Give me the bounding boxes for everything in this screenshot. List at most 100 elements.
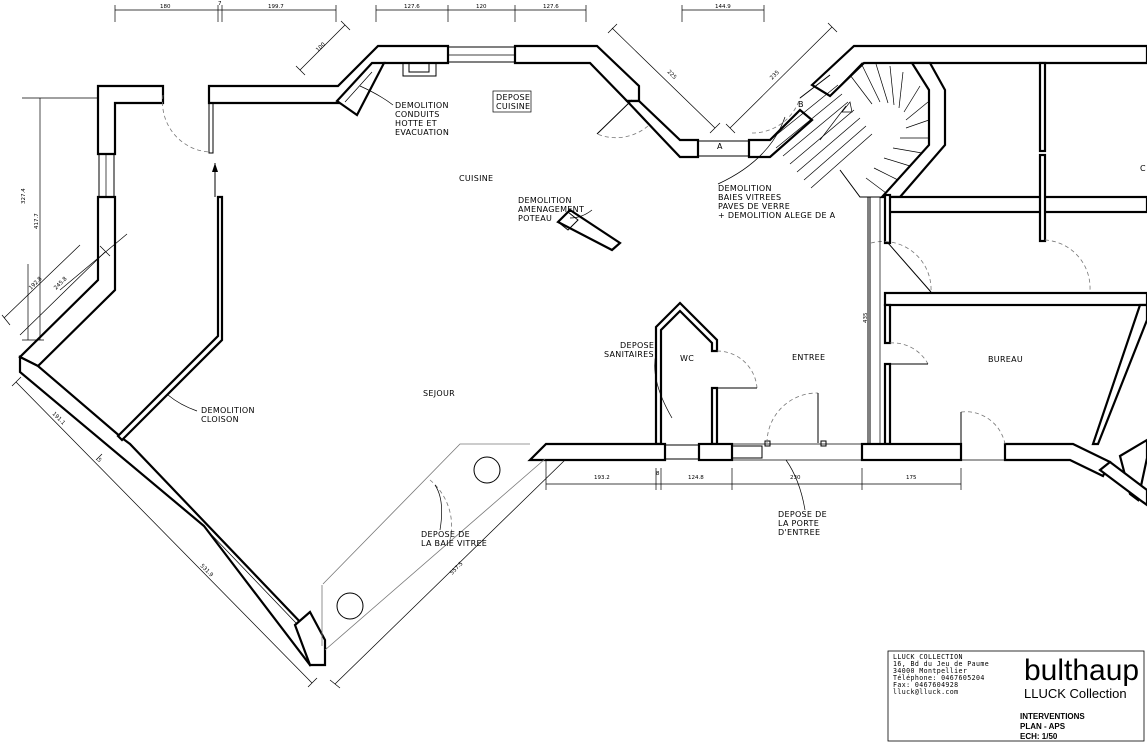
note-demolition-baies-1: DEMOLITION: [718, 184, 772, 193]
wall-bay-lower: [293, 610, 327, 667]
tb-info-3: ECH: 1/50: [1020, 732, 1058, 741]
column-lower: [336, 592, 364, 620]
note-demolition-cloison-1: DEMOLITION: [201, 406, 255, 415]
dim-127-6-b: 127.6: [543, 4, 559, 10]
marker-b: B: [798, 100, 804, 109]
note-depose-cuisine-1: DEPOSE: [496, 93, 530, 102]
dim-7: 7: [218, 1, 222, 7]
dim-230: 230: [790, 475, 801, 481]
dim-235: 235: [769, 69, 781, 81]
note-depose-porte-2: LA PORTE: [778, 519, 819, 528]
marker-a: A: [717, 142, 723, 151]
conduit-box: [402, 62, 437, 77]
title-block: LLUCK COLLECTION 16, Bd du Jeu de Paume …: [887, 650, 1145, 742]
room-wc: WC: [680, 354, 694, 363]
room-cut-label: C: [1140, 164, 1146, 173]
window-top: [447, 46, 516, 63]
note-demolition-conduits-4: EVACUATION: [395, 128, 449, 137]
dim-435: 435: [863, 312, 869, 323]
staircase: [769, 62, 930, 198]
note-demolition-poteau-1: DEMOLITION: [518, 196, 572, 205]
wall-sw-diagonal: [18, 355, 327, 667]
labels: CUISINE SEJOUR WC ENTREE BUREAU C DEMOLI…: [201, 90, 1146, 548]
brand-sub: LLUCK Collection: [1024, 686, 1127, 701]
tb-address-1: LLUCK COLLECTION: [893, 653, 963, 661]
wall-bureau-diag: [1091, 303, 1147, 446]
dim-124-8: 124.8: [688, 475, 704, 481]
brand-logo: bulthaup: [1024, 654, 1139, 687]
dim-175: 175: [906, 475, 917, 481]
wall-sejour-partition: [116, 195, 224, 442]
dim-127-6-a: 127.6: [404, 4, 420, 10]
wall-right-c: [1038, 153, 1047, 243]
note-depose-porte-3: D'ENTREE: [778, 528, 820, 537]
note-demolition-conduits-1: DEMOLITION: [395, 101, 449, 110]
dim-192-8: 192.8: [28, 276, 44, 292]
dim-199-7: 199.7: [268, 4, 284, 10]
dim-5: 5: [96, 457, 103, 464]
wall-south-b: [860, 442, 963, 462]
note-demolition-baies-2: BAIES VITREES: [718, 193, 781, 202]
wall-right-b: [886, 195, 1147, 214]
dim-531-9: 531.9: [199, 563, 215, 579]
tb-address-5: Fax: 0467604928: [893, 681, 959, 689]
tb-info-1: INTERVENTIONS: [1020, 712, 1085, 721]
wall-bureau-left: [883, 303, 892, 345]
room-sejour: SEJOUR: [423, 389, 455, 398]
dim-191-1: 191.1: [51, 411, 66, 426]
tb-address-4: Téléphone: 0467605204: [893, 674, 985, 682]
note-depose-baie-2: LA BAIE VITREE: [421, 539, 487, 548]
wall-south-c: [1003, 442, 1112, 478]
leader-lines: [167, 85, 806, 531]
tb-info-2: PLAN - APS: [1020, 722, 1066, 731]
wall-notch-left: [624, 99, 700, 159]
tb-address-2: 16, Bd du Jeu de Paume: [893, 660, 989, 668]
room-cuisine: CUISINE: [459, 174, 493, 183]
note-demolition-poteau-3: POTEAU: [518, 214, 552, 223]
note-depose-cuisine-2: CUISINE: [496, 102, 530, 111]
tb-address-3: 34000 Montpellier: [893, 667, 967, 675]
tb-address-6: lluck@lluck.com: [893, 688, 959, 696]
note-demolition-conduits-2: CONDUITS: [395, 110, 440, 119]
post: [764, 440, 771, 447]
note-depose-porte-1: DEPOSE DE: [778, 510, 827, 519]
wall-right-d: [883, 193, 892, 245]
dim-144-9: 144.9: [715, 4, 731, 10]
note-demolition-cloison-2: CLOISON: [201, 415, 239, 424]
dim-327-4: 327.4: [21, 188, 27, 204]
dim-180: 180: [160, 4, 171, 10]
dim-8: 8: [656, 471, 660, 477]
wall-south-pillar: [697, 442, 734, 462]
column-upper: [473, 456, 501, 484]
wall-ne: [810, 44, 1147, 98]
wall-bureau-left2: [883, 362, 892, 446]
wall-top-kitchen: [207, 44, 450, 105]
dim-193-2: 193.2: [594, 475, 610, 481]
wall-south-a: [527, 442, 667, 462]
note-demolition-baies-3: PAVES DE VERRE: [718, 202, 790, 211]
wall-wc-right: [710, 386, 719, 446]
note-demolition-conduits-3: HOTTE ET: [395, 119, 437, 128]
room-entree: ENTREE: [792, 353, 825, 362]
note-depose-baie-1: DEPOSE DE: [421, 530, 470, 539]
dim-120: 120: [476, 4, 487, 10]
wall-right-a: [1038, 61, 1047, 153]
note-depose-sanitaires-1: DEPOSE: [620, 341, 654, 350]
hood: [335, 61, 386, 117]
wall-top-mid: [513, 44, 641, 103]
note-demolition-poteau-2: AMENAGEMENT: [518, 205, 584, 214]
wall-top-left: [96, 84, 165, 156]
dimension-lines: [1, 5, 962, 689]
dim-225: 225: [666, 69, 678, 81]
wall-bureau-top: [883, 291, 1147, 307]
room-bureau: BUREAU: [988, 355, 1023, 364]
note-demolition-baies-4: + DEMOLITION ALEGE DE A: [718, 211, 836, 220]
wall-notch-right: [747, 108, 814, 159]
dim-417-7: 417.7: [34, 213, 40, 229]
dim-100: 100: [315, 41, 327, 53]
walls: [18, 44, 1147, 667]
wall-wc: [654, 301, 719, 446]
note-depose-sanitaires-2: SANITAIRES: [604, 350, 654, 359]
dim-557-5: 557.5: [449, 561, 465, 577]
